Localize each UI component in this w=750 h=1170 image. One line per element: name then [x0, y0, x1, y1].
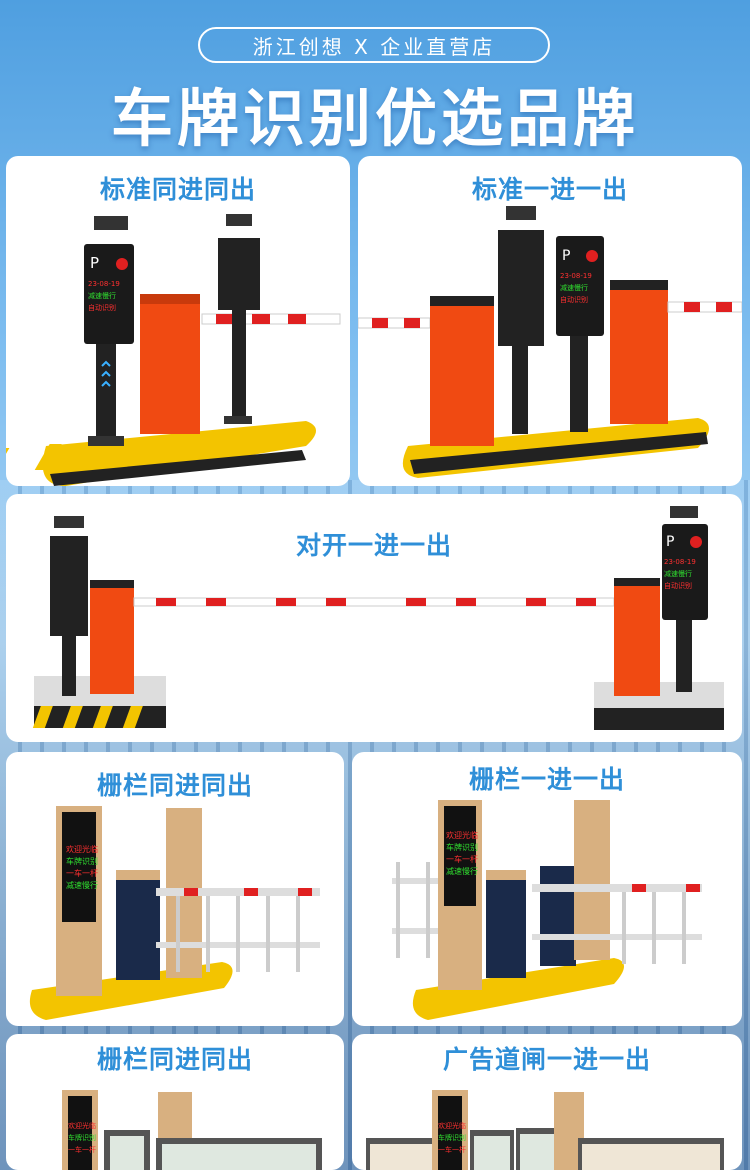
fence-same-illustration: 欢迎光临 车牌识别 一车一杆 减速慢行	[29, 806, 320, 1020]
display-line: 自动识别	[664, 581, 692, 590]
page-headline: 车牌识别优选品牌	[110, 82, 639, 155]
parking-sign: P	[562, 248, 570, 264]
product-card-split-inout[interactable]: 对开一进一出 P 23-08-19 减速慢行 自动识别	[6, 494, 742, 742]
card-title: 栅栏一进一出	[468, 765, 625, 794]
display-line: 减速慢行	[664, 569, 692, 578]
parking-sign: P	[666, 534, 674, 550]
display-line: 车牌识别	[446, 842, 478, 852]
card-title: 广告道闸一进一出	[442, 1045, 651, 1074]
display-line: 车牌识别	[66, 856, 98, 866]
parking-sign: P	[90, 254, 99, 272]
store-label[interactable]: 浙江创想 X 企业直营店	[198, 27, 550, 63]
card-title: 栅栏同进同出	[96, 1045, 253, 1074]
display-date: 23-08-19	[88, 280, 120, 288]
display-line: 自动识别	[88, 303, 116, 312]
display-line: 自动识别	[560, 295, 588, 304]
card-title: 栅栏同进同出	[96, 771, 253, 800]
display-date: 23-08-19	[560, 272, 592, 280]
display-line: 减速慢行	[88, 291, 116, 300]
product-card-fence-same-2[interactable]: 栅栏同进同出 欢迎光临 车牌识别 一车一杆	[6, 1034, 344, 1170]
standard-same-illustration: P 23-08-19 减速慢行 自动识别	[6, 214, 341, 486]
display-line: 一车一杆	[446, 854, 478, 864]
card-title: 对开一进一出	[295, 531, 452, 560]
fence-inout-illustration: 欢迎光临 车牌识别 一车一杆 减速慢行	[392, 800, 702, 1020]
display-line: 减速慢行	[66, 880, 98, 890]
display-line: 欢迎光临	[438, 1121, 466, 1130]
product-card-fence-same[interactable]: 栅栏同进同出 欢迎光临 车牌识别 一车一杆 减速慢行	[6, 752, 344, 1026]
display-line: 车牌识别	[438, 1133, 466, 1142]
split-inout-illustration: P 23-08-19 减速慢行 自动识别	[32, 506, 724, 730]
product-card-standard-inout[interactable]: 标准一进一出 P 23-08-19 减速慢行 自动识别	[358, 156, 742, 486]
display-line: 欢迎光临	[66, 844, 98, 854]
card-title: 标准一进一出	[471, 175, 628, 204]
product-card-standard-same[interactable]: 标准同进同出 P 23-08-19 减速慢行 自动识别	[6, 156, 350, 486]
display-line: 减速慢行	[446, 866, 478, 876]
display-line: 减速慢行	[560, 283, 588, 292]
display-line: 车牌识别	[68, 1133, 96, 1142]
display-line: 一车一杆	[438, 1145, 466, 1154]
display-date: 23-08-19	[664, 558, 696, 566]
ad-gate-illustration: 欢迎光临 车牌识别 一车一杆	[366, 1090, 724, 1170]
display-line: 欢迎光临	[68, 1121, 96, 1130]
standard-inout-illustration: P 23-08-19 减速慢行 自动识别	[358, 206, 742, 478]
product-card-ad-gate[interactable]: 广告道闸一进一出 欢迎光临 车牌识别 一车一杆	[352, 1034, 742, 1170]
card-title: 标准同进同出	[99, 175, 256, 204]
product-card-fence-inout[interactable]: 栅栏一进一出 欢迎光临 车牌识别 一车一杆 减速慢行	[352, 752, 742, 1026]
display-line: 一车一杆	[66, 868, 98, 878]
display-line: 欢迎光临	[446, 830, 478, 840]
fence-same-2-illustration: 欢迎光临 车牌识别 一车一杆	[62, 1090, 322, 1170]
display-line: 一车一杆	[68, 1145, 96, 1154]
